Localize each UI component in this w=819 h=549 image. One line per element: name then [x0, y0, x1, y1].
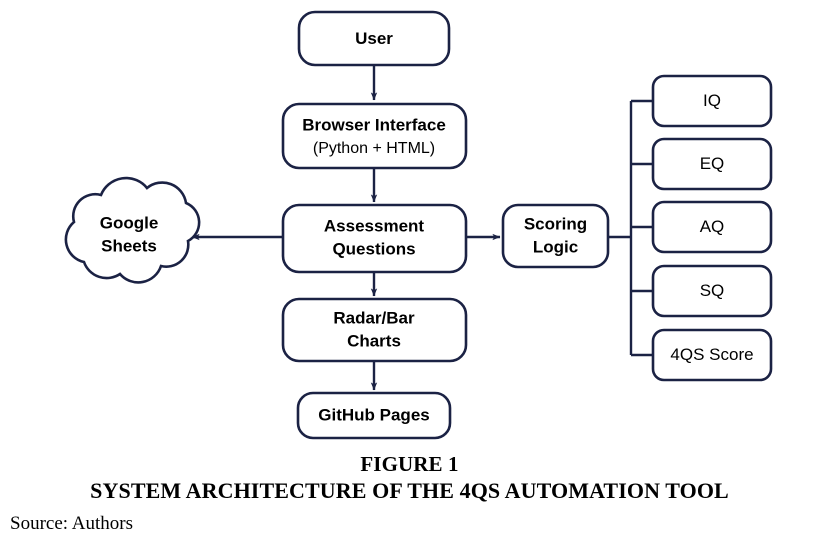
score-node-4qs-score[interactable]: 4QS Score	[651, 328, 773, 382]
score-node-aq-label: AQ	[700, 217, 725, 236]
node-user[interactable]: User	[297, 10, 451, 67]
node-assessment-questions-label-line2: Questions	[332, 239, 415, 258]
score-node-iq-shape	[651, 74, 773, 128]
score-node-sq-shape	[651, 264, 773, 318]
node-assessment-questions-label-line1: Assessment	[324, 216, 425, 235]
node-radar-bar-charts-label-line2: Charts	[347, 331, 401, 350]
figure-number: FIGURE 1	[360, 452, 459, 476]
figure-source: Source: Authors	[10, 513, 133, 534]
node-google-sheets-label-line1: Google	[100, 213, 159, 232]
node-scoring-logic[interactable]: Scoring Logic	[501, 203, 610, 269]
node-browser-interface-shape	[281, 102, 468, 170]
figure-title: SYSTEM ARCHITECTURE OF THE 4QS AUTOMATIO…	[90, 477, 729, 503]
node-radar-bar-charts-shape	[281, 297, 468, 363]
score-node-iq[interactable]: IQ	[651, 74, 773, 128]
figure-caption: FIGURE 1 SYSTEM ARCHITECTURE OF THE 4QS …	[0, 452, 819, 504]
node-browser-interface-label: Browser Interface	[302, 115, 446, 134]
node-github-pages-label: GitHub Pages	[318, 405, 429, 424]
node-google-sheets-label-line2: Sheets	[101, 236, 157, 255]
score-node-eq-label: EQ	[700, 154, 725, 173]
node-assessment-questions[interactable]: Assessment Questions	[281, 203, 468, 274]
node-github-pages[interactable]: GitHub Pages	[296, 391, 452, 440]
node-radar-bar-charts[interactable]: Radar/Bar Charts	[281, 297, 468, 363]
node-scoring-logic-shape	[501, 203, 610, 269]
node-scoring-logic-label-line1: Scoring	[524, 214, 587, 233]
score-node-eq-shape	[651, 137, 773, 191]
node-github-pages-shape	[296, 391, 452, 440]
score-node-aq-shape	[651, 200, 773, 254]
node-browser-interface-sublabel: (Python + HTML)	[313, 140, 435, 157]
score-node-4qs-score-shape	[651, 328, 773, 382]
score-node-sq[interactable]: SQ	[651, 264, 773, 318]
score-node-4qs-score-label: 4QS Score	[670, 345, 753, 364]
score-node-iq-label: IQ	[703, 91, 721, 110]
node-scoring-logic-label-line2: Logic	[533, 237, 578, 256]
node-assessment-questions-shape	[281, 203, 468, 274]
node-browser-interface[interactable]: Browser Interface (Python + HTML)	[281, 102, 468, 170]
node-google-sheets-cloud-shape	[64, 176, 201, 284]
node-google-sheets[interactable]: Google Sheets	[64, 176, 201, 284]
score-node-eq[interactable]: EQ	[651, 137, 773, 191]
node-user-label: User	[355, 29, 393, 48]
node-user-shape	[297, 10, 451, 67]
score-node-aq[interactable]: AQ	[651, 200, 773, 254]
score-node-sq-label: SQ	[700, 281, 725, 300]
connectors	[191, 65, 653, 391]
node-radar-bar-charts-label-line1: Radar/Bar	[333, 308, 415, 327]
